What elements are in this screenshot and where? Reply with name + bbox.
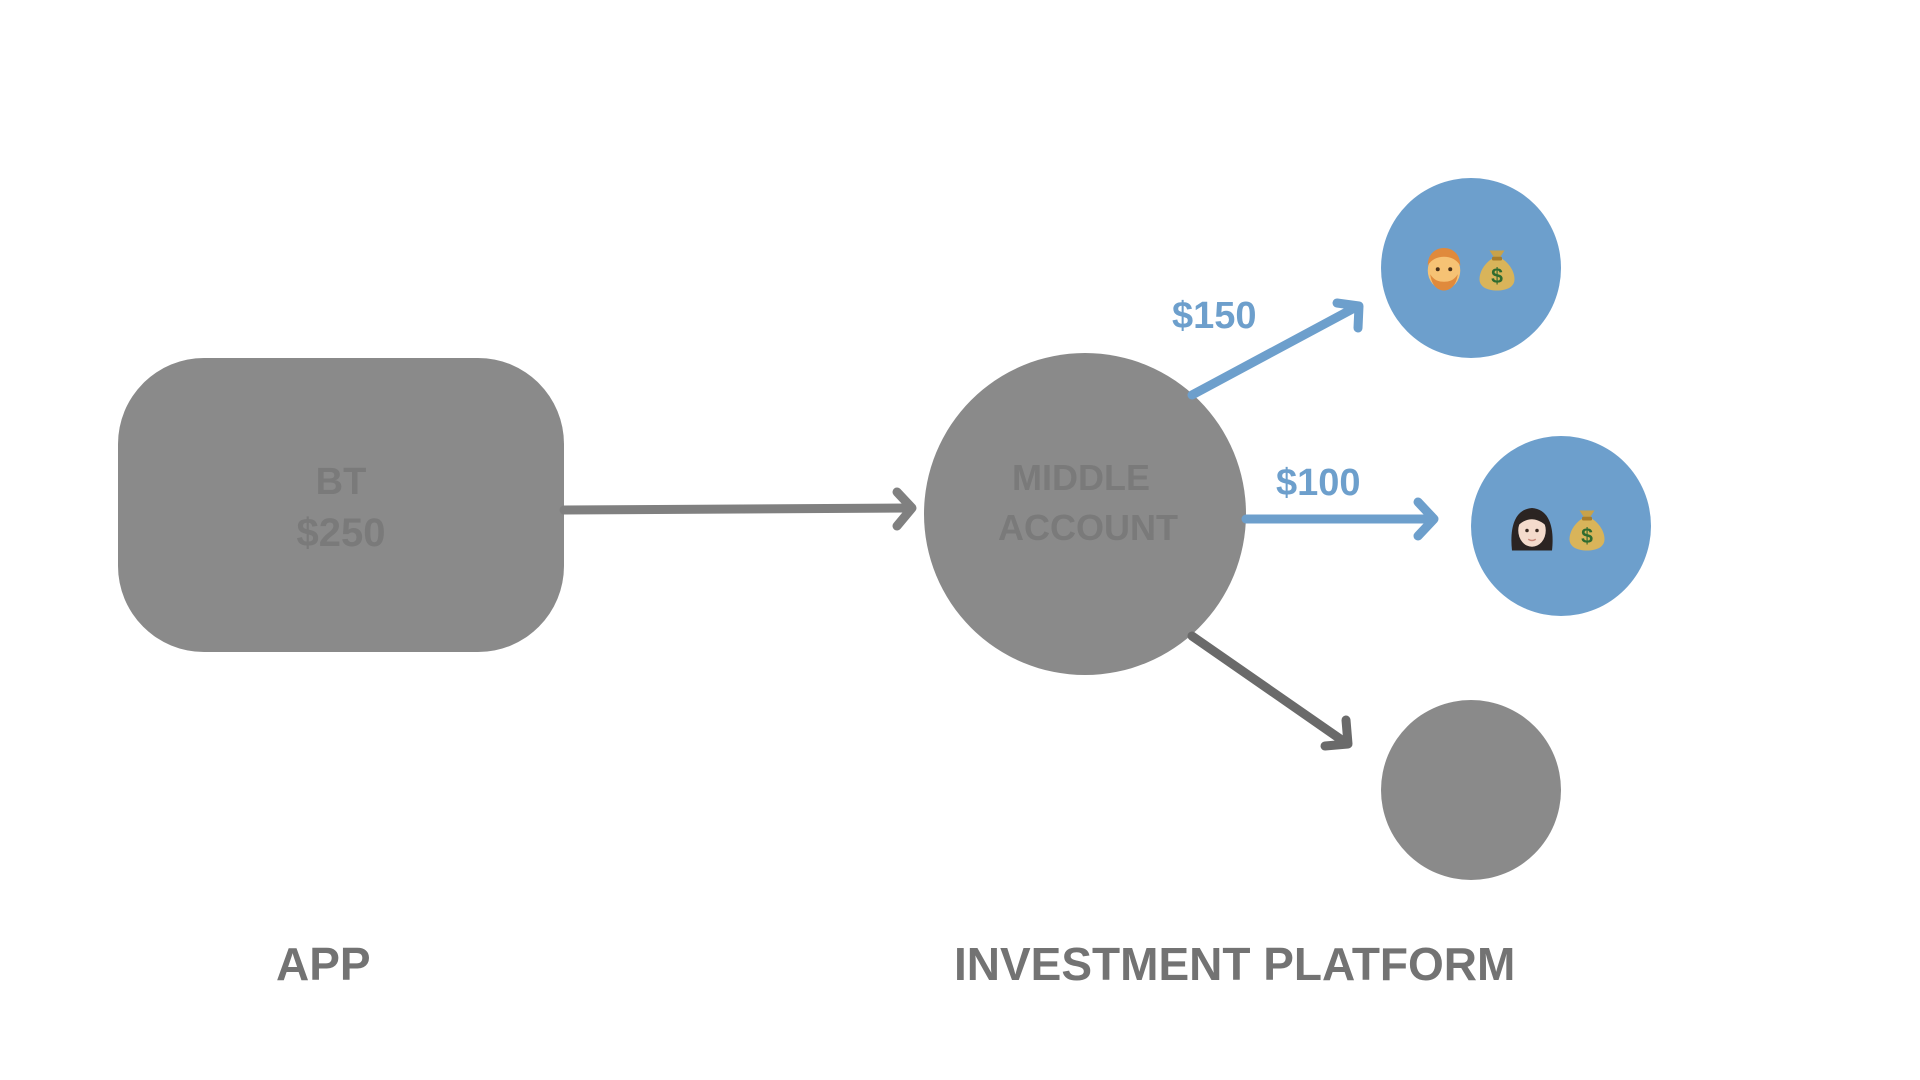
arrow-to-investor-man xyxy=(1187,298,1364,400)
middle-account-line1: MIDDLE xyxy=(1012,457,1150,498)
app-box-line2: $250 xyxy=(297,511,386,555)
arrow-app-to-middle xyxy=(559,487,917,531)
section-label-app: APP xyxy=(276,938,371,990)
investor-man-node xyxy=(1381,178,1561,358)
arrow-to-investor-woman xyxy=(1241,497,1439,541)
empty-account-node xyxy=(1381,700,1561,880)
investor-woman-node xyxy=(1471,436,1651,616)
middle-account-node xyxy=(924,353,1246,675)
app-box xyxy=(118,358,564,652)
app-box-line1: BT xyxy=(316,461,367,503)
amount-label-150: $150 xyxy=(1172,295,1257,337)
middle-account-line2: ACCOUNT xyxy=(998,507,1178,548)
arrow-to-empty-account xyxy=(1187,631,1353,751)
section-label-investment-platform: INVESTMENT PLATFORM xyxy=(954,938,1515,990)
amount-label-100: $100 xyxy=(1276,462,1361,504)
